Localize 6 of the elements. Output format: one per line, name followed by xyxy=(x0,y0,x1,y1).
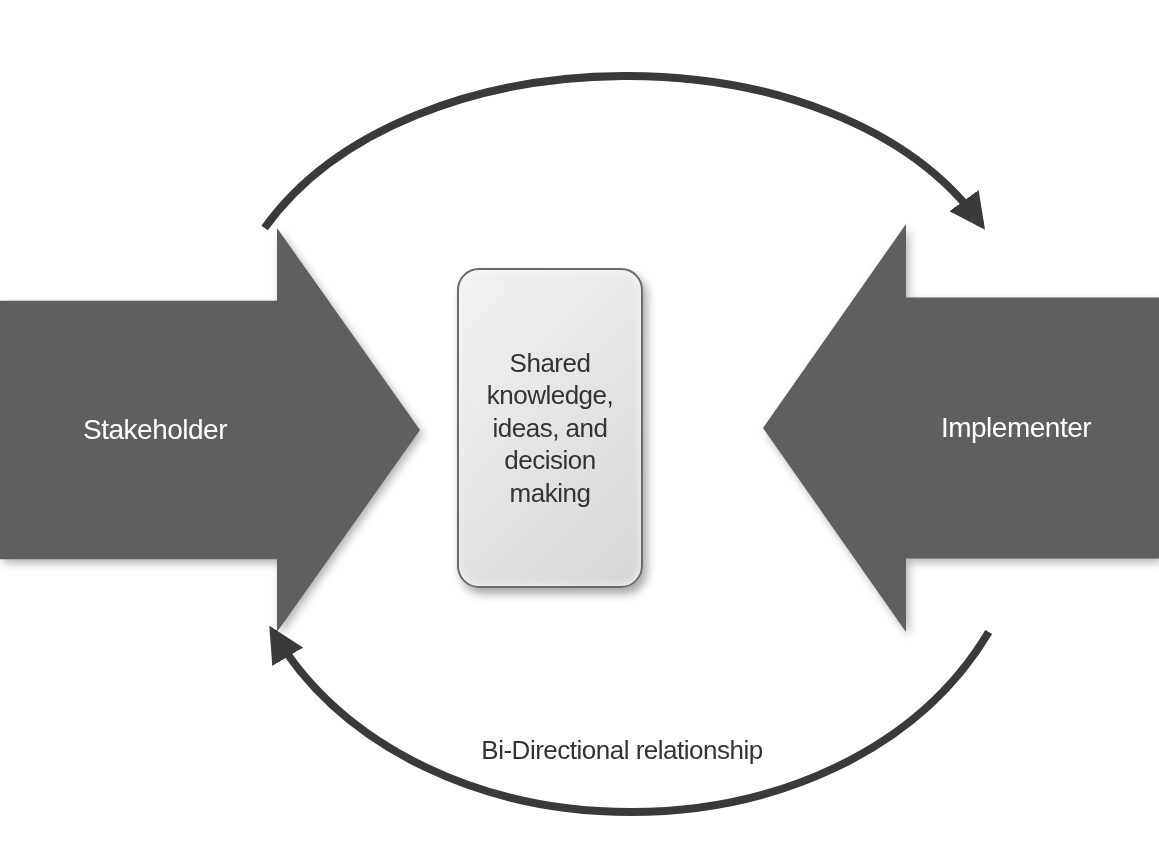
curved-arrow xyxy=(261,72,986,231)
rounded-box xyxy=(457,268,643,588)
curved-arrow xyxy=(268,626,992,816)
node-label: Stakeholder xyxy=(83,414,227,446)
box-text: Shared knowledge, ideas, and decision making xyxy=(485,346,615,510)
node-label: Implementer xyxy=(940,412,1092,444)
